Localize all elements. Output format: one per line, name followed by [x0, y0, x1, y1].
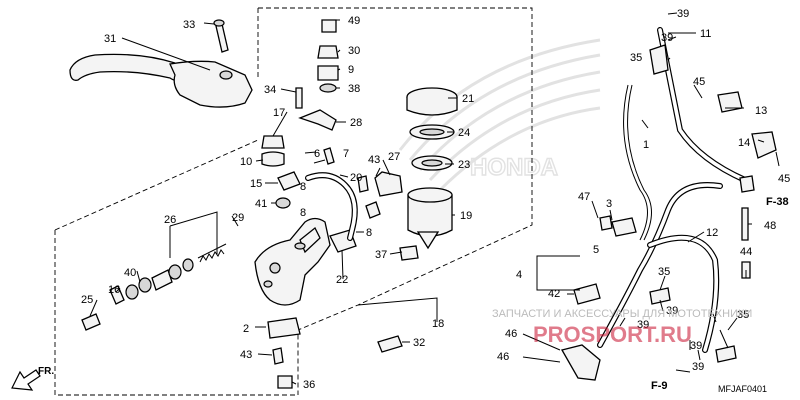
reference-f9: F-9 [651, 380, 668, 392]
part-label-46-b: 46 [497, 351, 509, 363]
part-label-1: 1 [643, 139, 649, 151]
part-label-39-f: 39 [692, 361, 704, 373]
part-label-11: 11 [700, 28, 711, 40]
part-label-39-a: 39 [677, 8, 689, 20]
diagram-code: MFJAF0401 [718, 384, 767, 394]
reference-f38: F-38 [766, 196, 789, 208]
part-label-45-a: 45 [693, 76, 705, 88]
part-label-20: 20 [350, 172, 362, 184]
part-label-32: 32 [413, 337, 425, 349]
part-label-22: 22 [336, 274, 348, 286]
part-label-35-a: 35 [630, 52, 642, 64]
brake-hoses [561, 27, 777, 381]
part-label-43-b: 43 [368, 154, 380, 166]
part-label-43-a: 43 [240, 349, 252, 361]
part-label-27: 27 [388, 151, 400, 163]
part-label-26: 26 [164, 214, 176, 226]
part-label-36: 36 [303, 379, 315, 391]
pivot-bolt [213, 19, 229, 53]
part-label-39-d: 39 [637, 319, 649, 331]
brand-watermark: PROSPORT.RU [533, 322, 692, 347]
front-direction-arrow: FR. [11, 366, 54, 391]
part-label-9: 9 [348, 64, 354, 76]
part-label-13: 13 [755, 105, 767, 117]
part-label-41: 41 [255, 198, 267, 210]
part-label-47: 47 [578, 191, 590, 203]
part-label-5: 5 [593, 244, 599, 256]
part-label-10: 10 [240, 156, 252, 168]
part-label-2: 2 [243, 323, 249, 335]
piston-set [81, 243, 227, 331]
part-label-44: 44 [740, 246, 752, 258]
part-label-19: 19 [460, 210, 472, 222]
part-label-14: 14 [738, 137, 750, 149]
reservoir [406, 87, 458, 250]
part-label-34: 34 [264, 84, 276, 96]
leader-lines [89, 12, 780, 385]
assembly-frame [54, 7, 533, 396]
part-label-45-b: 45 [778, 173, 790, 185]
part-label-39-e: 39 [690, 340, 702, 352]
part-label-12: 12 [706, 227, 718, 239]
part-label-24: 24 [458, 127, 470, 139]
part-label-39-b: 39 [661, 32, 673, 44]
part-label-35-b: 35 [658, 266, 670, 278]
part-label-30: 30 [348, 45, 360, 57]
part-label-8-b: 8 [300, 207, 306, 219]
part-label-28: 28 [350, 117, 362, 129]
part-label-17: 17 [273, 107, 285, 119]
part-label-33: 33 [183, 19, 195, 31]
part-label-37: 37 [375, 249, 387, 261]
watermark-text: ЗАПЧАСТИ И АКСЕССУАРЫ ДЛЯ МОТОТЕХНИКИ [492, 308, 752, 320]
part-label-29: 29 [232, 212, 244, 224]
part-label-46-a: 46 [505, 328, 517, 340]
part-label-35-c: 35 [737, 309, 749, 321]
part-label-40: 40 [124, 267, 136, 279]
part-label-16: 16 [108, 284, 120, 296]
background-logo-text: HONDA [470, 154, 558, 181]
part-label-23: 23 [458, 159, 470, 171]
part-label-42: 42 [548, 288, 560, 300]
small-hardware [261, 19, 419, 389]
master-cylinder [254, 217, 331, 306]
part-label-18: 18 [432, 318, 444, 330]
part-label-15: 15 [250, 178, 262, 190]
part-label-25: 25 [81, 294, 93, 306]
arrow-icon [11, 369, 41, 391]
part-label-21: 21 [462, 93, 474, 105]
part-label-8-c: 8 [366, 227, 372, 239]
part-label-39-c: 39 [666, 305, 678, 317]
part-label-8-a: 8 [300, 181, 306, 193]
part-label-6: 6 [314, 148, 320, 160]
brake-lever [69, 53, 253, 108]
part-label-7: 7 [343, 148, 349, 160]
part-label-48: 48 [764, 220, 776, 232]
front-label: FR. [38, 366, 54, 377]
part-label-49: 49 [348, 15, 360, 27]
part-labels: 31 33 49 30 9 38 34 28 17 10 15 41 8 8 8… [81, 8, 790, 392]
part-label-3: 3 [606, 198, 612, 210]
part-label-38: 38 [348, 83, 360, 95]
part-label-31: 31 [104, 33, 116, 45]
part-label-4: 4 [516, 269, 522, 281]
